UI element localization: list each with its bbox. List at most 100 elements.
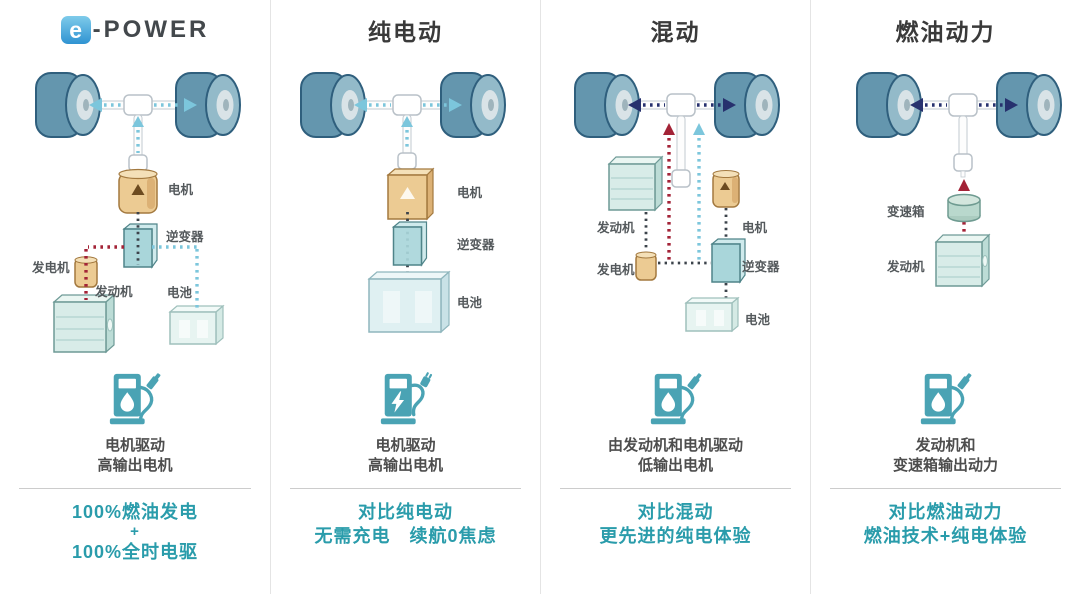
label-gearbox: 变速箱: [887, 205, 925, 219]
column-epower: e -POWER: [0, 0, 270, 594]
hybrid-icon-row: [541, 370, 810, 432]
arrow-left-icon: [354, 98, 367, 112]
motor-shape: [118, 168, 158, 214]
label-generator: 发电机: [32, 261, 70, 275]
label-battery: 电池: [457, 296, 483, 310]
desc-line: 电机驱动: [375, 437, 436, 454]
tagline-plus: +: [130, 523, 140, 540]
fuel-pump-icon: [920, 373, 971, 425]
arrow-left-icon: [89, 98, 102, 112]
label-generator: 发电机: [597, 263, 635, 277]
label-inverter: 逆变器: [166, 230, 204, 244]
epower-logo-e-icon: e: [60, 16, 91, 44]
column-fuel: 燃油动力: [810, 0, 1080, 594]
hybrid-header: 混动: [541, 0, 810, 60]
tagline-line: 对比燃油动力: [888, 502, 1003, 522]
fuel-diagram: 变速箱 发动机: [811, 60, 1080, 370]
epower-logo-text: -POWER: [92, 16, 210, 43]
tagline-line: 燃油技术+纯电体验: [863, 526, 1028, 546]
cyan-arrow-up-icon: [693, 123, 705, 135]
column-pure-ev: 纯电动: [270, 0, 540, 594]
epower-schematic: [35, 72, 241, 354]
label-battery: 电池: [167, 286, 193, 300]
gearbox-shape: [947, 193, 981, 223]
pure-ev-icon-row: [271, 370, 540, 432]
axle-junction: [948, 93, 978, 117]
tagline-line: 对比混动: [637, 502, 714, 522]
hybrid-diagram: 发动机 电机 发电机 逆变器 电池: [541, 60, 811, 370]
inverter-shape: [710, 238, 746, 284]
epower-diagram: 电机 逆变器 发电机 发动机 电池: [0, 60, 270, 370]
fuel-pump-icon: [650, 373, 701, 425]
epower-tagline: 100%燃油发电 + 100%全时电驱: [0, 500, 270, 564]
red-arrow-up-icon: [663, 123, 675, 135]
divider: [829, 488, 1062, 489]
epower-logo: e -POWER: [0, 0, 270, 60]
tagline-line: 100%全时电驱: [71, 542, 199, 562]
motor-shape: [386, 167, 435, 221]
arrow-left-icon: [910, 98, 923, 112]
pure-ev-schematic: [300, 72, 506, 334]
label-engine: 发动机: [887, 260, 925, 274]
fuel-pump-icon: [109, 373, 161, 425]
arrow-up-icon: [401, 116, 413, 127]
arrow-right-icon: [449, 98, 462, 112]
label-motor: 电机: [457, 186, 483, 200]
red-arrow-up-icon: [958, 179, 970, 191]
label-motor: 电机: [742, 221, 768, 235]
engine-shape: [934, 233, 991, 288]
axle-junction: [392, 94, 422, 116]
desc-line: 高输出电机: [97, 457, 173, 474]
hybrid-schematic: [574, 72, 780, 333]
desc-line: 电机驱动: [104, 437, 165, 454]
label-engine: 发动机: [95, 285, 133, 299]
desc-line: 高输出电机: [367, 457, 443, 474]
divider: [289, 488, 522, 489]
arrow-right-icon: [184, 98, 197, 112]
fuel-schematic: [856, 72, 1062, 288]
pure-ev-tagline: 对比纯电动 无需充电 续航0焦虑: [271, 500, 540, 548]
fuel-description: 发动机和 变速箱输出动力: [811, 436, 1080, 476]
fuel-header: 燃油动力: [811, 0, 1080, 60]
label-motor: 电机: [168, 183, 194, 197]
pure-ev-header: 纯电动: [271, 0, 540, 60]
desc-line: 变速箱输出动力: [892, 457, 998, 474]
divider: [559, 488, 792, 489]
divider: [18, 488, 252, 489]
hybrid-tagline: 对比混动 更先进的纯电体验: [541, 500, 810, 548]
column-hybrid: 混动: [540, 0, 810, 594]
axle-junction: [666, 93, 696, 117]
label-inverter: 逆变器: [742, 260, 780, 274]
epower-description: 电机驱动 高输出电机: [0, 436, 270, 476]
desc-line: 发动机和: [915, 437, 976, 454]
epower-icon-row: [0, 370, 270, 432]
generator-shape: [635, 251, 657, 281]
label-engine: 发动机: [597, 221, 635, 235]
page-title: 混动: [650, 19, 701, 45]
battery-shape: [367, 270, 451, 334]
tagline-line: 更先进的纯电体验: [599, 526, 752, 546]
fuel-tagline: 对比燃油动力 燃油技术+纯电体验: [811, 500, 1080, 548]
page-title: 纯电动: [368, 19, 443, 45]
charging-station-icon: [380, 372, 432, 425]
arrow-left-icon: [628, 98, 641, 112]
desc-line: 低输出电机: [637, 457, 713, 474]
inverter-shape: [391, 221, 428, 267]
engine-shape: [607, 155, 664, 212]
arrow-right-icon: [723, 98, 736, 112]
fuel-icon-row: [811, 370, 1080, 432]
tagline-line: 100%燃油发电: [71, 502, 199, 522]
label-inverter: 逆变器: [457, 238, 495, 252]
desc-line: 由发动机和电机驱动: [607, 437, 743, 454]
page-title: 燃油动力: [895, 19, 996, 45]
tagline-line: 对比纯电动: [358, 502, 453, 522]
arrow-right-icon: [1005, 98, 1018, 112]
battery-shape: [168, 304, 225, 346]
pure-ev-description: 电机驱动 高输出电机: [271, 436, 540, 476]
tagline-line: 无需充电 续航0焦虑: [314, 526, 497, 546]
inverter-shape: [122, 223, 158, 269]
motor-shape: [712, 170, 740, 208]
generator-shape: [74, 256, 98, 288]
hybrid-description: 由发动机和电机驱动 低输出电机: [541, 436, 810, 476]
